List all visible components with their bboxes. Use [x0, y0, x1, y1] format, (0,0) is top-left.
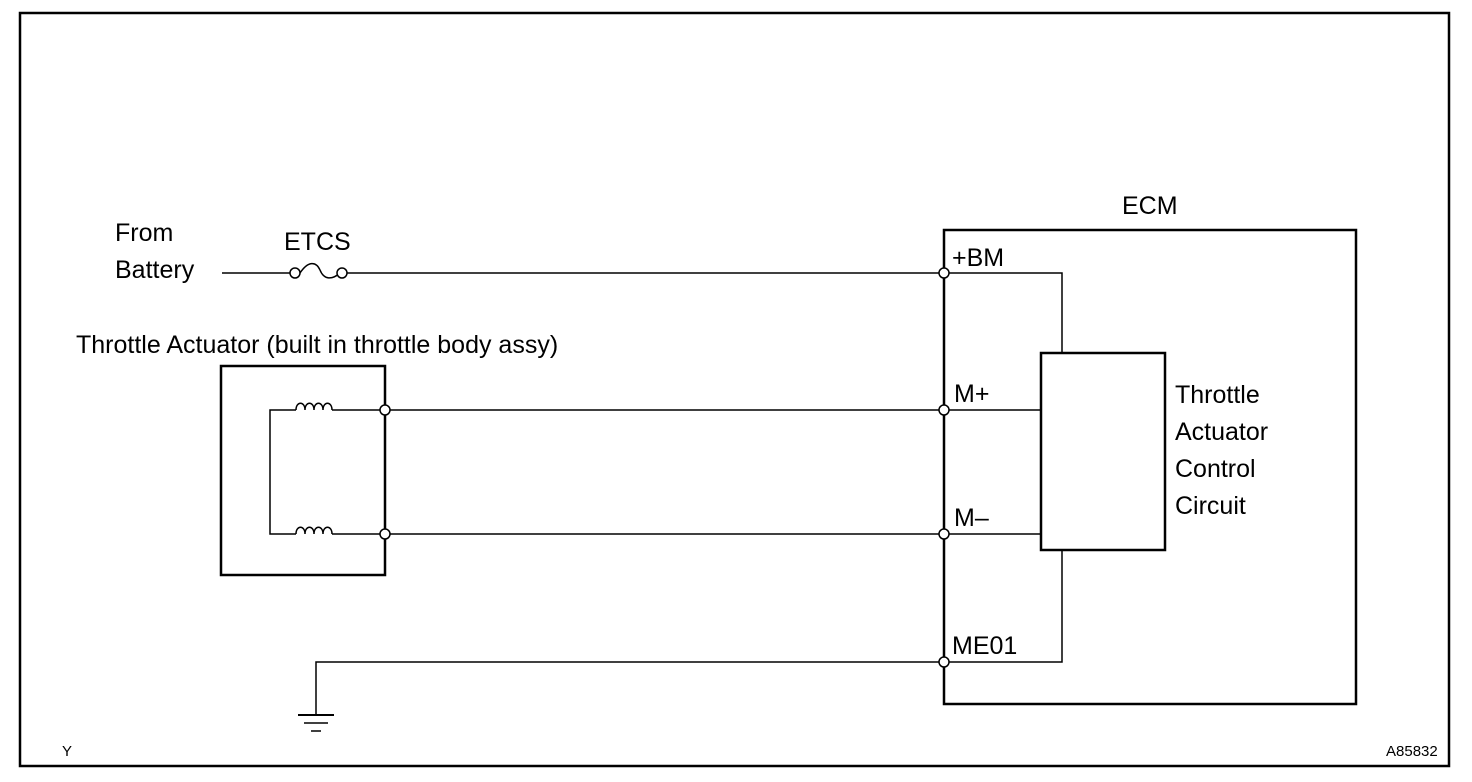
ecm-label: ECM [1122, 192, 1178, 220]
ecm-box [942, 228, 1358, 706]
ecm-terminal-m-minus [938, 528, 950, 540]
control-circuit-label-3: Control [1175, 455, 1256, 483]
lower-coil-icon [295, 526, 380, 535]
actuator-label: Throttle Actuator (built in throttle bod… [76, 331, 558, 359]
actuator-terminal-upper [379, 404, 391, 416]
control-circuit-box [1039, 351, 1167, 552]
power-source-label-line2: Battery [115, 256, 195, 284]
outer-frame [18, 11, 1451, 768]
terminal-m-minus-label: M– [954, 504, 989, 532]
bm-internal-wire [944, 272, 1063, 353]
upper-coil-icon [295, 402, 380, 411]
ground-icon [298, 714, 334, 732]
actuator-box [219, 364, 387, 577]
ecm-terminal-me01 [938, 656, 950, 668]
terminal-me01-label: ME01 [952, 632, 1017, 660]
ecm-terminal-bm [938, 267, 950, 279]
me01-internal-wire [944, 550, 1063, 663]
fuse-icon [289, 262, 348, 279]
figure-id: A85832 [1386, 743, 1438, 760]
control-circuit-label-4: Circuit [1175, 492, 1246, 520]
actuator-terminal-lower [379, 528, 391, 540]
power-source-label-line1: From [115, 219, 173, 247]
terminal-bm-label: +BM [952, 244, 1004, 272]
ground-wire [315, 661, 944, 715]
control-circuit-label-2: Actuator [1175, 418, 1268, 446]
fuse-label: ETCS [284, 228, 351, 256]
corner-mark-left: Y [62, 743, 72, 760]
actuator-internal-loop [269, 409, 296, 535]
control-circuit-label-1: Throttle [1175, 381, 1260, 409]
ecm-terminal-m-plus [938, 404, 950, 416]
terminal-m-plus-label: M+ [954, 380, 989, 408]
